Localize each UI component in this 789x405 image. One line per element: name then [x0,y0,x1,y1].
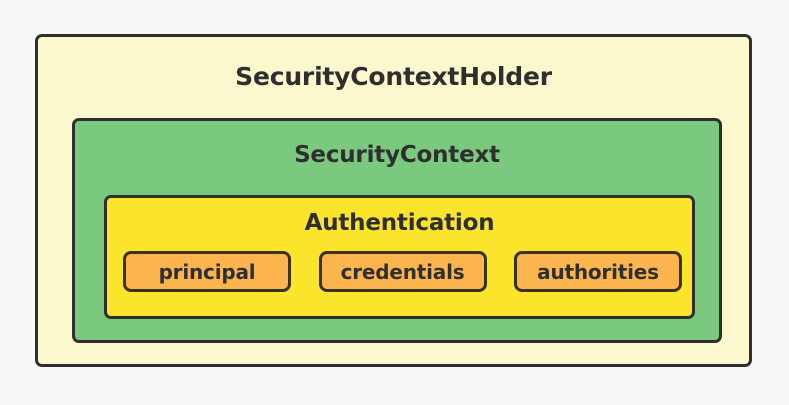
field-box-credentials: credentials [318,251,487,292]
security-context-title: SecurityContext [294,142,500,168]
field-box-principal: principal [123,251,291,292]
field-label-authorities: authorities [537,259,659,284]
field-box-authorities: authorities [514,251,682,292]
authentication-title: Authentication [304,210,495,236]
security-context-holder-title: SecurityContextHolder [235,62,552,91]
authentication-box: Authentication principal credentials aut… [104,195,695,319]
security-context-holder-box: SecurityContextHolder SecurityContext Au… [35,34,752,367]
security-context-box: SecurityContext Authentication principal… [72,118,722,343]
field-label-principal: principal [158,259,256,284]
field-label-credentials: credentials [340,259,465,284]
authentication-fields-row: principal credentials authorities [123,251,682,292]
